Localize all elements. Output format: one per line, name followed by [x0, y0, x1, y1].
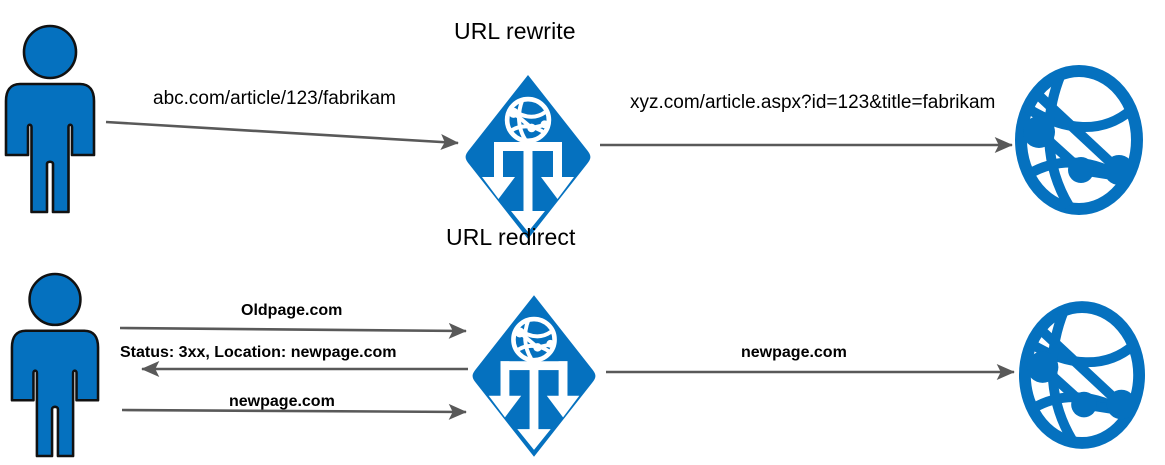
- web-server-globe-icon-bottom: [1025, 307, 1139, 443]
- label-client-to-module-request: abc.com/article/123/fabrikam: [153, 88, 396, 109]
- section-title-url-rewrite: URL rewrite: [454, 18, 576, 44]
- label-module-to-server-newpage: newpage.com: [741, 344, 847, 361]
- flow-arrow-oldpage-request: [119, 322, 467, 339]
- client-user-icon-top: [4, 24, 96, 214]
- label-newpage-request: newpage.com: [229, 393, 335, 410]
- url-redirect-module-icon: [473, 295, 596, 456]
- label-status-redirect: Status: 3xx, Location: newpage.com: [120, 344, 397, 361]
- section-title-url-redirect: URL redirect: [446, 224, 576, 250]
- url-rewrite-module-icon: [466, 75, 591, 239]
- section-url-rewrite: [4, 24, 1137, 239]
- flow-arrow-newpage-request: [121, 403, 467, 420]
- flow-arrow-client-to-module-rewrite: [105, 120, 459, 150]
- section-url-redirect: [10, 272, 1139, 458]
- web-server-globe-icon-top: [1021, 71, 1137, 209]
- client-user-icon-bottom: [10, 272, 100, 458]
- label-module-to-server-request: xyz.com/article.aspx?id=123&title=fabrik…: [630, 92, 996, 113]
- label-oldpage-request: Oldpage.com: [241, 302, 343, 319]
